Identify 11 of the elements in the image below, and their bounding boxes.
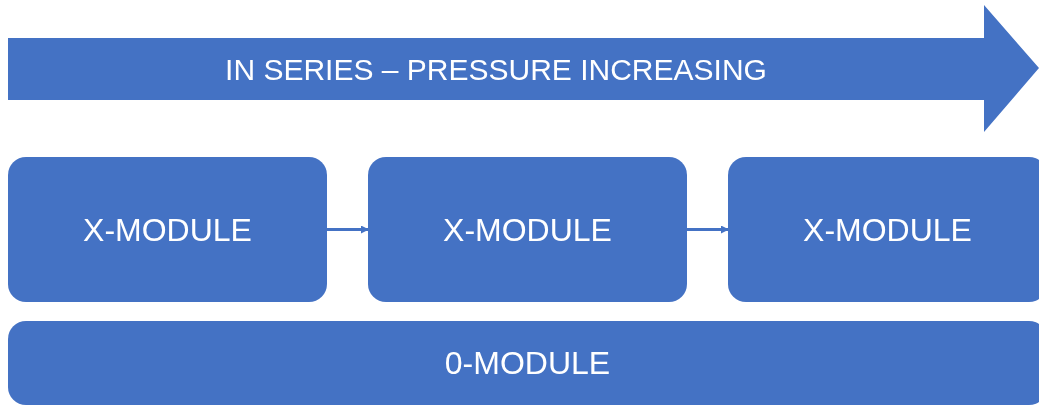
module-label: X-MODULE (443, 210, 612, 250)
arrow (687, 225, 729, 234)
module-label: 0-MODULE (444, 344, 611, 383)
module-label: X-MODULE (803, 210, 972, 250)
arrow (327, 225, 369, 234)
module-band (8, 321, 1039, 405)
module-box (368, 157, 687, 302)
module-box (728, 157, 1039, 302)
module-box (8, 157, 327, 302)
arrow-label: IN SERIES – PRESSURE INCREASING (225, 51, 767, 88)
module-label: X-MODULE (83, 210, 252, 250)
